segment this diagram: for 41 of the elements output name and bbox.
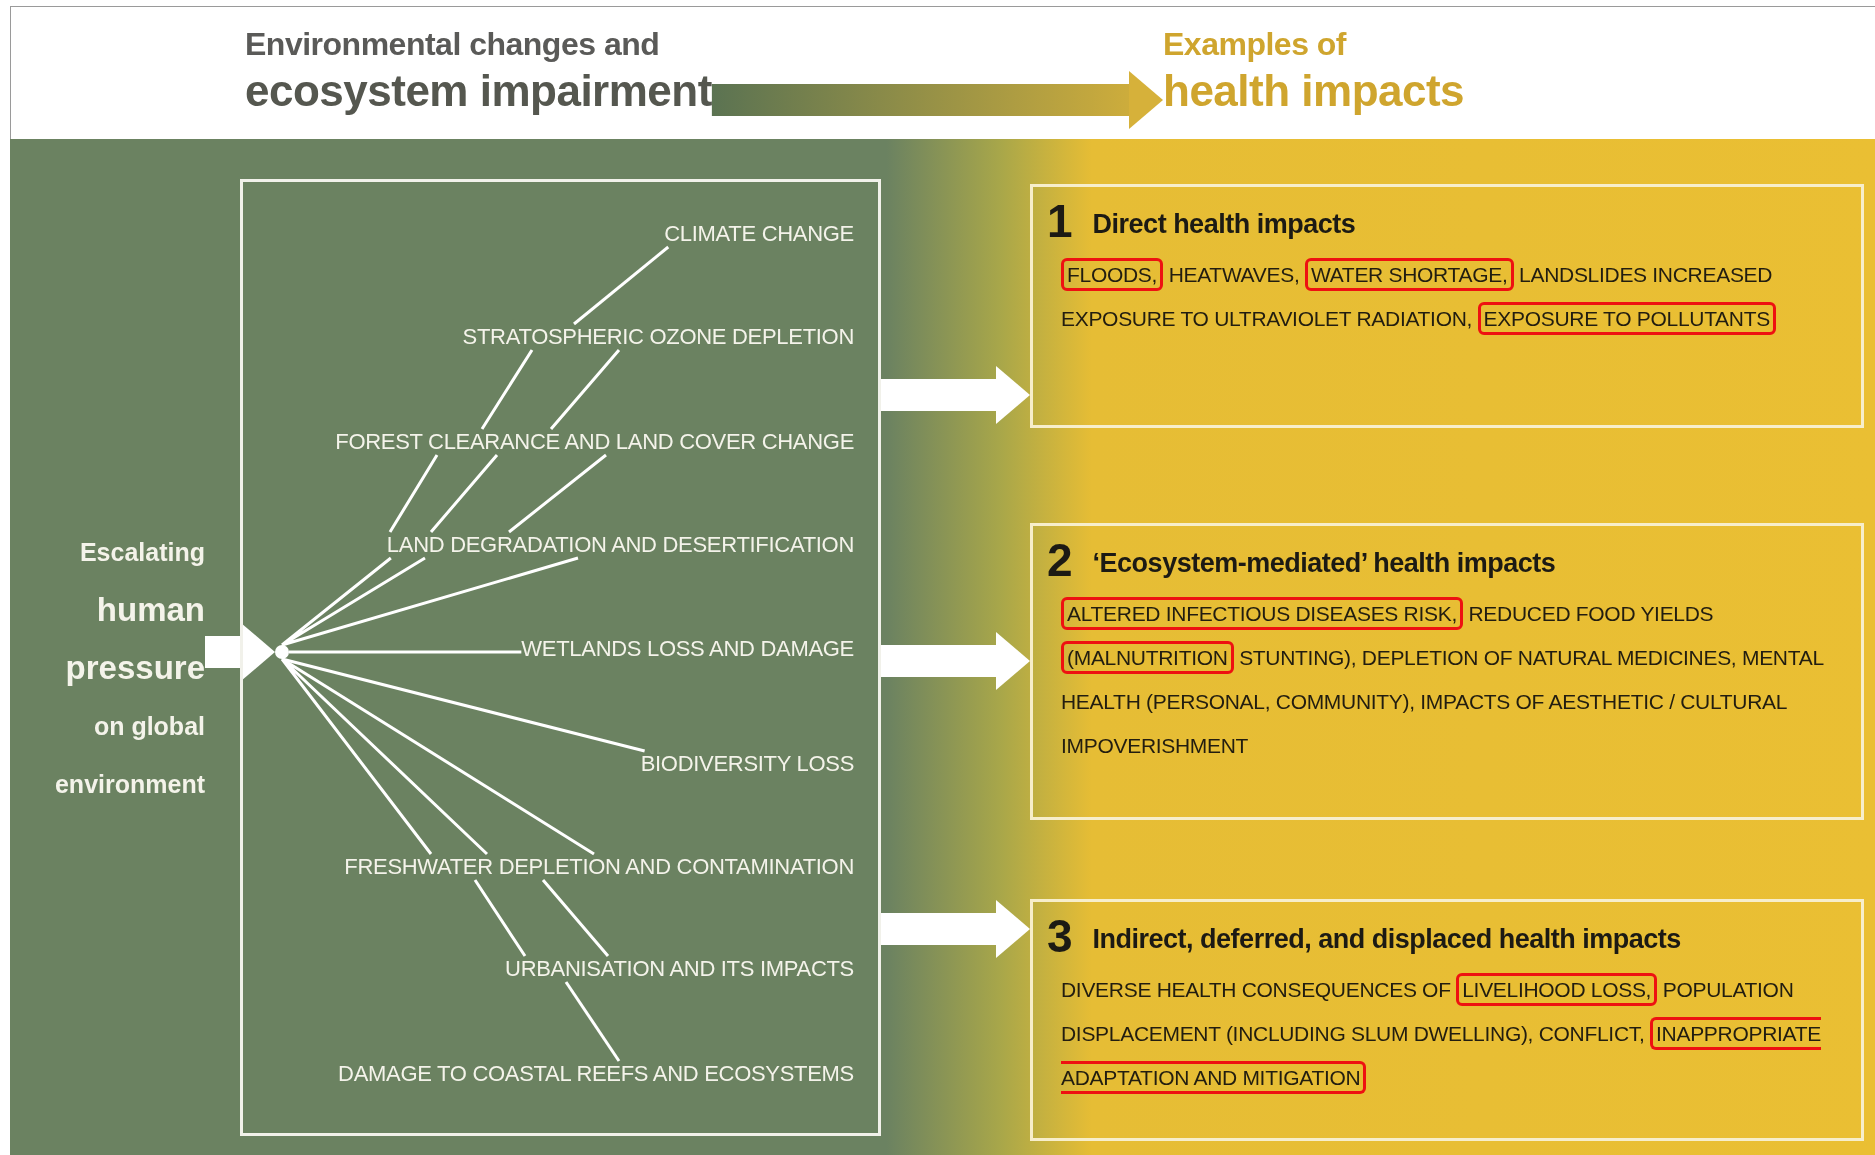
connector-line <box>480 348 621 431</box>
pressure-label: on global environment <box>53 711 205 800</box>
block-arrow <box>205 623 275 681</box>
factor-label: STRATOSPHERIC OZONE DEPLETION <box>462 324 854 350</box>
box-number: 1 <box>1047 197 1073 245</box>
heading-text: health impacts <box>1163 65 1465 117</box>
block-arrow <box>881 366 1030 424</box>
connector-line <box>289 650 522 654</box>
impact-box <box>1030 523 1864 820</box>
factor-label: WETLANDS LOSS AND DAMAGE <box>521 636 854 662</box>
pressure-label: human pressure <box>64 590 205 688</box>
heading-text: Environmental changes and <box>245 25 661 64</box>
factor-label: CLIMATE CHANGE <box>664 221 854 247</box>
box-number: 2 <box>1047 536 1073 584</box>
block-arrow <box>881 632 1030 690</box>
box-heading: ‘Ecosystem-mediated’ health impacts <box>1092 547 1556 580</box>
connector-line <box>564 981 621 1062</box>
impact-box <box>1030 184 1864 428</box>
factor-label: FOREST CLEARANCE AND LAND COVER CHANGE <box>335 429 854 455</box>
impact-box <box>1030 899 1864 1141</box>
block-arrow <box>711 71 1163 129</box>
block-arrow <box>881 900 1030 958</box>
heading-text: ecosystem impairment <box>245 65 712 117</box>
factor-label: BIODIVERSITY LOSS <box>640 751 854 777</box>
heading-text: Examples of <box>1163 25 1348 64</box>
box-heading: Indirect, deferred, and displaced health impacts <box>1092 923 1681 956</box>
factor-label: URBANISATION AND ITS IMPACTS <box>505 956 854 982</box>
factor-label: DAMAGE TO COASTAL REEFS AND ECOSYSTEMS <box>338 1061 854 1087</box>
factor-frame <box>240 179 881 1136</box>
impact-description: FLOODS, HEATWAVES, WATER SHORTAGE, LANDSLIDES INCREASED EXPOSURE TO ULTRAVIOLET RADIATION, EXPOSURE TO POLLUTANTS <box>1047 253 1843 341</box>
box-number: 3 <box>1047 912 1073 960</box>
connector-line <box>473 878 610 958</box>
pressure-label: Escalating <box>78 537 205 568</box>
factor-label: FRESHWATER DEPLETION AND CONTAMINATION <box>344 854 854 880</box>
impact-description: ALTERED INFECTIOUS DISEASES RISK, REDUCED FOOD YIELDS (MALNUTRITION STUNTING), DEPLETION OF NATURAL MEDICINES, MENTAL HEALTH (PERSONAL, COMMUNITY), IMPACTS OF AESTHETIC / CULTURAL IMPOVERISHMENT <box>1047 592 1843 768</box>
connector-line <box>280 556 580 647</box>
connector-line <box>573 245 670 326</box>
connector-line <box>388 453 608 534</box>
factor-label: LAND DEGRADATION AND DESERTIFICATION <box>386 532 854 558</box>
connector-line <box>280 657 596 856</box>
box-heading: Direct health impacts <box>1092 208 1356 241</box>
